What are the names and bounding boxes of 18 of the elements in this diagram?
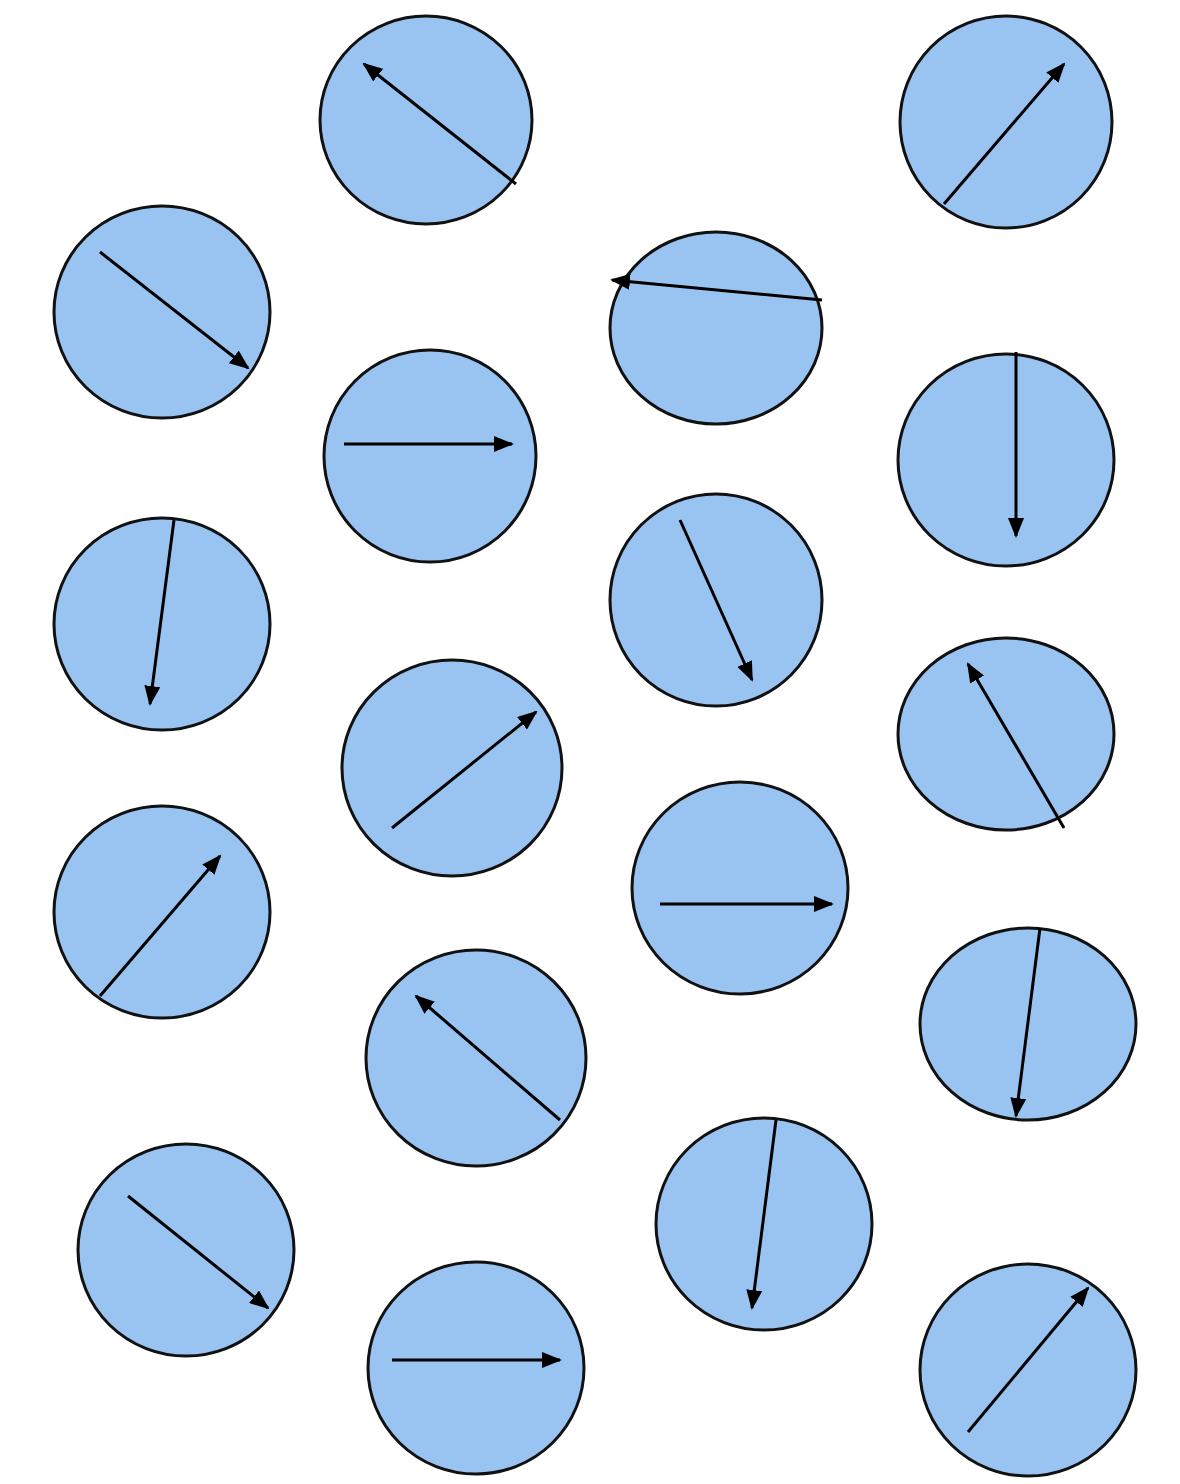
circle xyxy=(52,204,272,420)
circle xyxy=(366,1260,586,1476)
circle xyxy=(898,14,1114,230)
circle xyxy=(896,636,1116,832)
circle xyxy=(630,780,850,996)
circle xyxy=(918,926,1138,1122)
circle xyxy=(76,1142,296,1358)
circle xyxy=(364,948,588,1168)
circle xyxy=(52,804,272,1020)
circle xyxy=(896,352,1116,568)
circle xyxy=(318,14,534,226)
circle xyxy=(608,492,824,708)
circle xyxy=(608,230,824,426)
circle xyxy=(322,348,538,564)
circle xyxy=(918,1262,1138,1478)
circle xyxy=(654,1116,874,1332)
circle xyxy=(52,516,272,732)
circle xyxy=(340,658,564,878)
